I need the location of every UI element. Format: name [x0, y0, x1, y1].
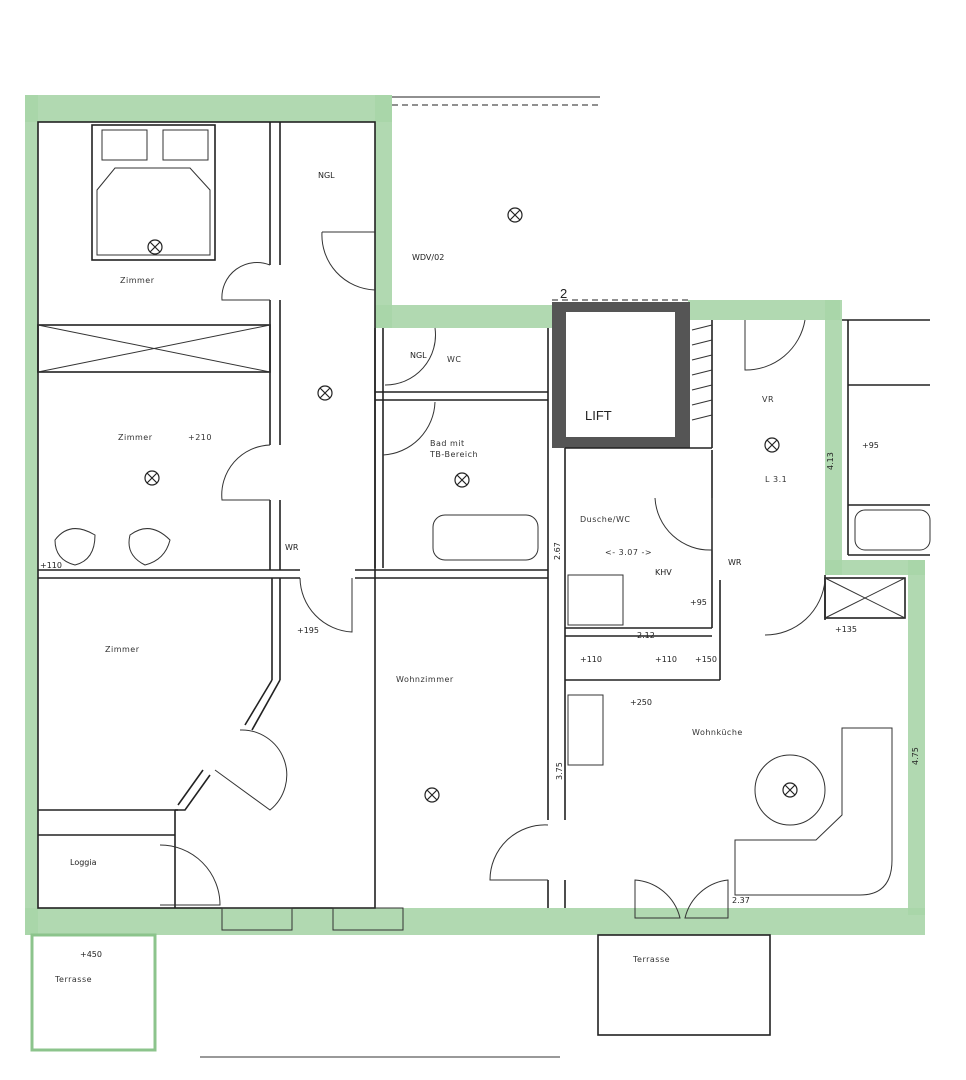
label-terrasse-left: Terrasse [54, 975, 92, 984]
label-wc: WC [447, 355, 462, 364]
armchair [54, 528, 96, 566]
label-ngl-2: NGL [410, 351, 427, 360]
label-dusche: Dusche/WC [580, 515, 630, 524]
light-icon [424, 787, 440, 803]
label-wdv: WDV/02 [412, 253, 444, 262]
label-vr-area: L 3.1 [765, 475, 787, 484]
label-loggia: Loggia [70, 858, 97, 867]
dim-375: 3.75 [555, 762, 564, 780]
label-lift: LIFT [585, 408, 612, 423]
height-450: +450 [80, 950, 102, 959]
lift-shaft [552, 299, 690, 448]
label-zimmer-3: Zimmer [105, 645, 140, 654]
dim-237: 2.37 [732, 896, 750, 905]
doors [159, 231, 826, 931]
height-150: +150 [695, 655, 717, 664]
furniture [54, 124, 931, 896]
light-icon [144, 470, 160, 486]
label-zimmer-2-height: +210 [188, 433, 212, 442]
label-khv: KHV [655, 568, 672, 577]
stair-number: 2 [560, 286, 567, 301]
light-icon [147, 239, 163, 255]
label-bad: Bad mit [430, 439, 465, 448]
dim-212: 2.12 [637, 631, 655, 640]
label-zimmer-2: Zimmer [118, 433, 153, 442]
light-icon [317, 385, 333, 401]
height-110b: +110 [655, 655, 677, 664]
stairs [691, 324, 713, 421]
label-terrasse-right: Terrasse [632, 955, 670, 964]
height-250: +250 [630, 698, 652, 707]
label-dusche-area: <- 3.07 -> [605, 548, 652, 557]
light-icon [782, 782, 798, 798]
light-icon [764, 437, 780, 453]
height-95b: +95 [862, 441, 879, 450]
label-wr-2: WR [728, 558, 742, 567]
dim-267: 2.67 [553, 542, 562, 560]
label-wr: WR [285, 543, 299, 552]
label-wohnkueche: Wohnküche [692, 728, 743, 737]
dim-413: 4.13 [826, 452, 835, 470]
label-ngl: NGL [318, 171, 335, 180]
light-icon [454, 472, 470, 488]
label-vr: VR [762, 395, 774, 404]
height-110a: +110 [580, 655, 602, 664]
light-icon [507, 207, 523, 223]
height-135: +135 [835, 625, 857, 634]
label-wohnzimmer: Wohnzimmer [396, 675, 454, 684]
dimension-marks: 2 2.67 2.12 4.75 3.75 4.13 2.37 +135 +19… [40, 171, 920, 959]
height-195: +195 [297, 626, 319, 635]
height-95: +95 [690, 598, 707, 607]
ceiling-lights [144, 207, 798, 803]
room-labels: Zimmer Zimmer +210 Zimmer Wohnzimmer WC … [54, 276, 787, 984]
label-bad-sub: TB-Bereich [429, 450, 478, 459]
label-zimmer-1: Zimmer [120, 276, 155, 285]
height-110c: +110 [40, 561, 62, 570]
dim-475: 4.75 [911, 747, 920, 765]
exterior-walls [25, 95, 925, 1052]
